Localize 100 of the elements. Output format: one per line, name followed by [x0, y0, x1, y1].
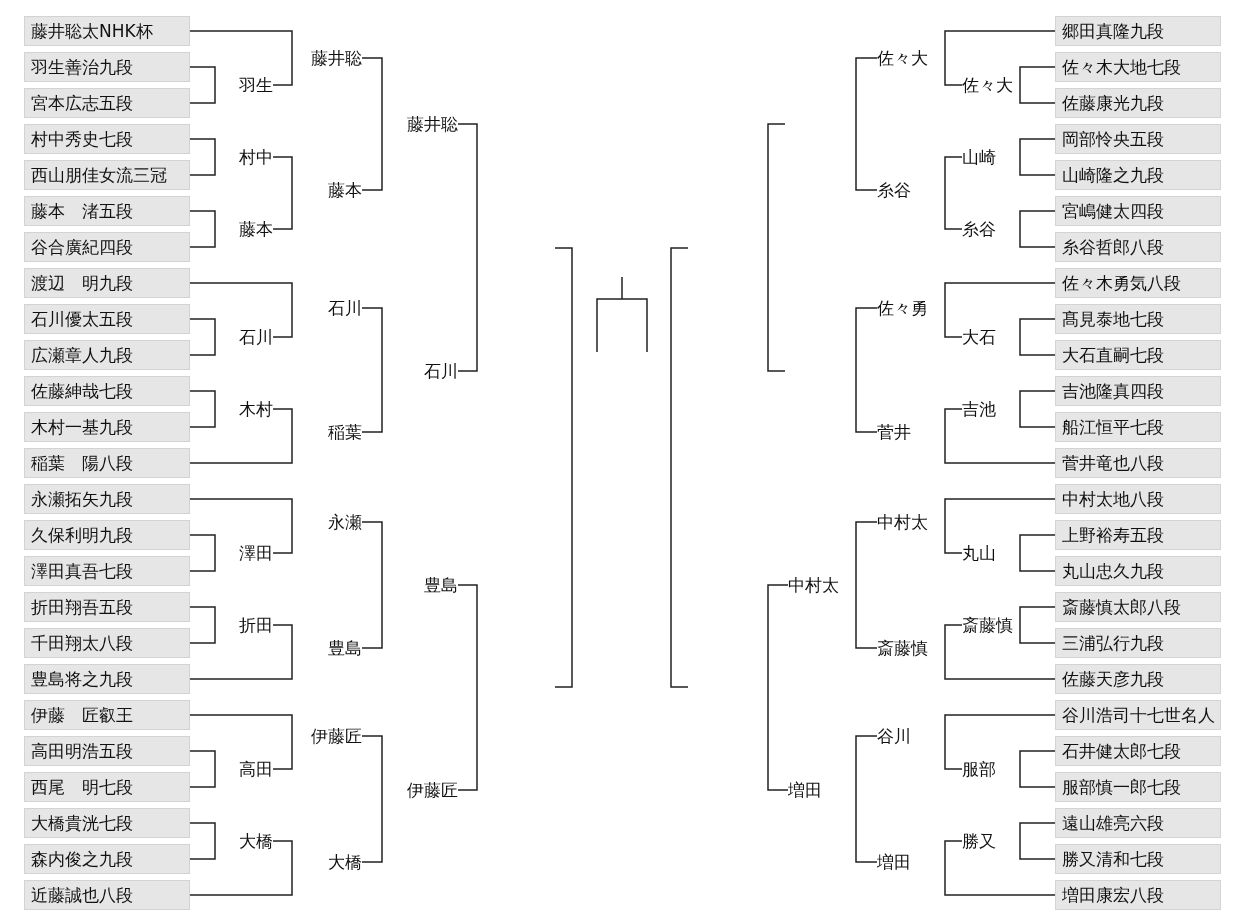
- winner-name: 斎藤慎: [962, 615, 1013, 635]
- winner-name: 藤本: [239, 219, 273, 239]
- winner-name: 佐々大: [962, 75, 1013, 95]
- name-box: 伊藤 匠叡王: [24, 700, 190, 730]
- winner-name: 豊島: [424, 575, 458, 595]
- name-box: 髙見泰地七段: [1055, 304, 1221, 334]
- bracket-line: [944, 840, 1056, 896]
- name-box: 佐藤天彦九段: [1055, 664, 1221, 694]
- bracket-line: [189, 534, 216, 572]
- name-box: 永瀬拓矢九段: [24, 484, 190, 514]
- name-box: 吉池隆真四段: [1055, 376, 1221, 406]
- winner-name: 吉池: [962, 399, 996, 419]
- bracket-line: [189, 390, 216, 428]
- bracket-line: [1019, 66, 1056, 104]
- bracket-line: [944, 408, 1056, 464]
- winner-name: 増田: [877, 852, 911, 872]
- name-box: 三浦弘行九段: [1055, 628, 1221, 658]
- name-box: 山崎隆之九段: [1055, 160, 1221, 190]
- bracket-line: [189, 606, 216, 644]
- name-box: 稲葉 陽八段: [24, 448, 190, 478]
- winner-name: 大橋: [328, 852, 362, 872]
- bracket-line: [189, 66, 216, 104]
- name-box: 千田翔太八段: [24, 628, 190, 658]
- bracket-line: [361, 521, 383, 649]
- bracket-line: [1019, 606, 1056, 644]
- name-box: 中村太地八段: [1055, 484, 1221, 514]
- bracket-line: [189, 624, 293, 680]
- name-box: 折田翔吾五段: [24, 592, 190, 622]
- winner-name: 佐々大: [877, 48, 928, 68]
- winner-name: 羽生: [239, 75, 273, 95]
- name-box: 宮嶋健太四段: [1055, 196, 1221, 226]
- winner-name: 石川: [328, 298, 362, 318]
- winner-name: 山崎: [962, 147, 996, 167]
- winner-name: 石川: [424, 361, 458, 381]
- name-box: 大橋貴洸七段: [24, 808, 190, 838]
- name-box: 豊島将之九段: [24, 664, 190, 694]
- winner-name: 増田: [788, 780, 822, 800]
- name-box: 谷合廣紀四段: [24, 232, 190, 262]
- name-box: 糸谷哲郎八段: [1055, 232, 1221, 262]
- name-box: 宮本広志五段: [24, 88, 190, 118]
- name-box: 岡部怜央五段: [1055, 124, 1221, 154]
- winner-name: 丸山: [962, 543, 996, 563]
- name-box: 渡辺 明九段: [24, 268, 190, 298]
- name-box: 高田明浩五段: [24, 736, 190, 766]
- name-box: 佐々木大地七段: [1055, 52, 1221, 82]
- winner-name: 糸谷: [877, 180, 911, 200]
- name-box: 石井健太郎七段: [1055, 736, 1221, 766]
- name-box: 斎藤慎太郎八段: [1055, 592, 1221, 622]
- winner-name: 伊藤匠: [311, 726, 362, 746]
- bracket-line: [944, 498, 1056, 554]
- winner-name: 永瀬: [328, 512, 362, 532]
- bracket-line: [189, 30, 293, 86]
- bracket-line: [1019, 318, 1056, 356]
- winner-name: 糸谷: [962, 219, 996, 239]
- winner-name: 大石: [962, 327, 996, 347]
- bracket-line: [189, 750, 216, 788]
- bracket-line: [189, 498, 293, 554]
- name-box: 森内俊之九段: [24, 844, 190, 874]
- bracket-line: [1019, 210, 1056, 248]
- name-box: 勝又清和七段: [1055, 844, 1221, 874]
- bracket-line: [189, 138, 216, 176]
- bracket-line: [944, 156, 963, 230]
- bracket-line: [944, 282, 1056, 338]
- name-box: 谷川浩司十七世名人: [1055, 700, 1221, 730]
- bracket-line: [944, 714, 1056, 770]
- name-box: 石川優太五段: [24, 304, 190, 334]
- bracket-line: [855, 57, 878, 191]
- bracket-line: [855, 307, 878, 433]
- bracket-line: [189, 822, 216, 860]
- name-box: 西山朋佳女流三冠: [24, 160, 190, 190]
- bracket-line: [855, 521, 878, 649]
- name-box: 村中秀史七段: [24, 124, 190, 154]
- bracket-line: [361, 735, 383, 863]
- winner-name: 佐々勇: [877, 298, 928, 318]
- name-box: 丸山忠久九段: [1055, 556, 1221, 586]
- winner-name: 高田: [239, 759, 273, 779]
- bracket-line: [1019, 750, 1056, 788]
- bracket-line: [944, 30, 1056, 86]
- name-box: 上野裕寿五段: [1055, 520, 1221, 550]
- name-box: 木村一基九段: [24, 412, 190, 442]
- name-box: 久保利明九段: [24, 520, 190, 550]
- name-box: 遠山雄亮六段: [1055, 808, 1221, 838]
- winner-name: 服部: [962, 759, 996, 779]
- bracket-line: [1019, 138, 1056, 176]
- name-box: 佐々木勇気八段: [1055, 268, 1221, 298]
- name-box: 大石直嗣七段: [1055, 340, 1221, 370]
- winner-name: 中村太: [788, 575, 839, 595]
- name-box: 増田康宏八段: [1055, 880, 1221, 910]
- bracket-line: [189, 840, 293, 896]
- name-box: 広瀬章人九段: [24, 340, 190, 370]
- bracket-line: [1019, 822, 1056, 860]
- bracket-line: [1019, 534, 1056, 572]
- winner-name: 稲葉: [328, 422, 362, 442]
- bracket-line: [189, 282, 293, 338]
- winner-name: 中村太: [877, 512, 928, 532]
- name-box: 羽生善治九段: [24, 52, 190, 82]
- bracket-line: [361, 57, 383, 191]
- winner-name: 菅井: [877, 422, 911, 442]
- winner-name: 折田: [239, 615, 273, 635]
- bracket-line: [944, 624, 1056, 680]
